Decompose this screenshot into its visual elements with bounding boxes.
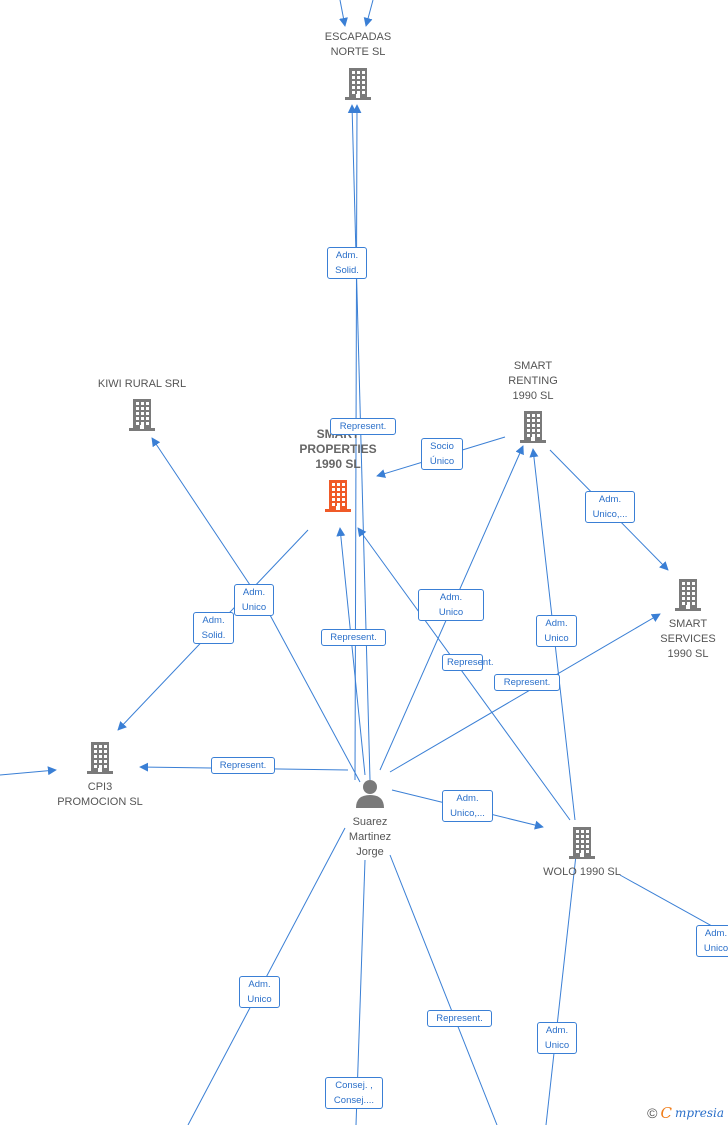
edge-line bbox=[389, 854, 498, 1125]
edge-label[interactable]: Adm. Solid. bbox=[327, 247, 367, 279]
edge-label[interactable]: Adm. Unico bbox=[536, 615, 577, 647]
edge-line bbox=[389, 613, 661, 773]
edge-label[interactable]: Represent. bbox=[427, 1010, 492, 1027]
edge-label[interactable]: Adm. Unico,... bbox=[442, 790, 493, 822]
edge-line bbox=[363, 0, 374, 27]
brand-name: mpresia bbox=[674, 1106, 724, 1120]
company-icon[interactable] bbox=[87, 742, 113, 774]
node-label-kiwi[interactable]: KIWI RURAL SRL bbox=[97, 378, 187, 390]
copyright-symbol: © bbox=[647, 1105, 658, 1121]
person-icon[interactable] bbox=[356, 780, 384, 808]
company-icon[interactable] bbox=[675, 579, 701, 611]
company-icon[interactable] bbox=[129, 399, 155, 431]
edge-label[interactable]: Adm. Unico bbox=[239, 976, 280, 1008]
edge-label[interactable]: Adm. Unico bbox=[418, 589, 484, 621]
edge-label[interactable]: Socio Único bbox=[421, 438, 463, 470]
company-icon[interactable] bbox=[520, 411, 546, 443]
brand-initial: C bbox=[660, 1104, 672, 1122]
edge-line bbox=[336, 527, 366, 776]
edge-label[interactable]: Adm. Unico,... bbox=[585, 491, 635, 523]
edge-line bbox=[545, 854, 577, 1125]
edge-label[interactable]: Represent. bbox=[494, 674, 560, 691]
edge-line bbox=[352, 104, 362, 781]
edge-label[interactable]: Adm. Unico bbox=[234, 584, 274, 616]
edge-label[interactable]: Represent. bbox=[330, 418, 396, 435]
edge-line bbox=[0, 766, 57, 776]
edge-label[interactable]: Adm. Solid. bbox=[193, 612, 234, 644]
edge-line bbox=[357, 527, 571, 821]
edge-line bbox=[339, 0, 348, 27]
node-label-escapadas[interactable]: ESCAPADAS NORTE SL bbox=[324, 31, 392, 58]
company-icon[interactable] bbox=[345, 68, 371, 100]
edge-line bbox=[347, 104, 371, 781]
edge-label[interactable]: Adm. Unico bbox=[696, 925, 728, 957]
node-label-suarez[interactable]: Suarez Martinez Jorge bbox=[348, 816, 392, 858]
company-icon[interactable] bbox=[569, 827, 595, 859]
edge-line bbox=[269, 614, 361, 783]
focus-company-icon[interactable] bbox=[325, 480, 351, 512]
edge-label[interactable]: Represent. bbox=[321, 629, 386, 646]
edge-label[interactable]: Consej. , Consej.... bbox=[325, 1077, 383, 1109]
node-label-cpi3[interactable]: CPI3 PROMOCION SL bbox=[57, 781, 143, 808]
node-label-wolo[interactable]: WOLO 1990 SL bbox=[543, 866, 621, 878]
icons-layer bbox=[87, 68, 701, 859]
node-label-smart-renting[interactable]: SMART RENTING 1990 SL bbox=[508, 360, 558, 402]
edge-label[interactable]: Represent. bbox=[211, 757, 275, 774]
edge-label[interactable]: Adm. Unico bbox=[537, 1022, 577, 1054]
edge-label[interactable]: Represent. bbox=[442, 654, 493, 671]
node-label-smart-services[interactable]: SMART SERVICES 1990 SL bbox=[660, 618, 716, 660]
